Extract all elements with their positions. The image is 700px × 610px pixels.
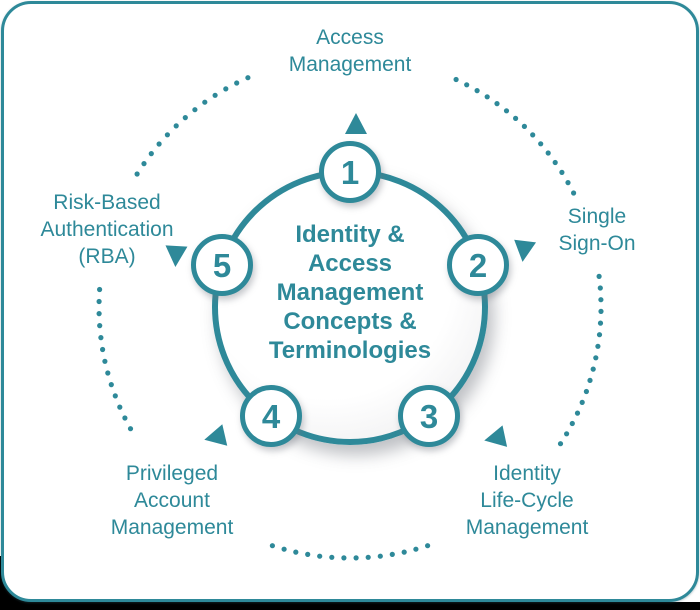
hub-title: Identity & Access Management Concepts & … — [269, 220, 431, 365]
node-circle-4: 4 — [240, 385, 302, 447]
node-label-access-management: Access Management — [289, 24, 412, 78]
node-label-single-sign-on: Single Sign-On — [558, 203, 635, 257]
node-number: 2 — [468, 246, 488, 284]
node-circle-5: 5 — [191, 234, 253, 296]
node-number: 5 — [212, 246, 232, 284]
label-line: Management — [465, 516, 589, 539]
hub-title-line: Access — [307, 250, 393, 277]
node-circle-1: 1 — [319, 141, 381, 203]
label-line: Risk-Based — [53, 191, 161, 214]
label-line: (RBA) — [78, 245, 136, 268]
node-number: 3 — [419, 397, 439, 435]
label-line: Account — [134, 489, 210, 512]
node-label-identity-life-cycle-management: Identity Life-Cycle Management — [466, 460, 589, 541]
label-line: Authentication — [40, 218, 174, 241]
label-line: Life-Cycle — [480, 489, 574, 512]
hub-title-line: Terminologies — [268, 337, 432, 364]
label-line: Management — [110, 516, 234, 539]
node-circle-2: 2 — [447, 234, 509, 296]
node-circle-3: 3 — [398, 385, 460, 447]
node-number: 4 — [261, 397, 281, 435]
node-number: 1 — [340, 153, 360, 191]
label-line: Access — [316, 26, 384, 49]
label-line: Privileged — [125, 462, 219, 485]
hub-title-line: Identity & — [295, 221, 405, 248]
label-line: Sign-On — [558, 232, 636, 255]
hub-title-line: Concepts & — [283, 308, 417, 335]
label-line: Management — [288, 53, 412, 76]
label-line: Identity — [493, 462, 561, 485]
hub-title-line: Management — [276, 279, 424, 306]
label-line: Single — [567, 205, 627, 228]
node-label-privileged-account-management: Privileged Account Management — [111, 460, 234, 541]
node-label-risk-based-authentication: Risk-Based Authentication (RBA) — [40, 189, 173, 270]
screen-edge-strip — [0, 602, 700, 610]
